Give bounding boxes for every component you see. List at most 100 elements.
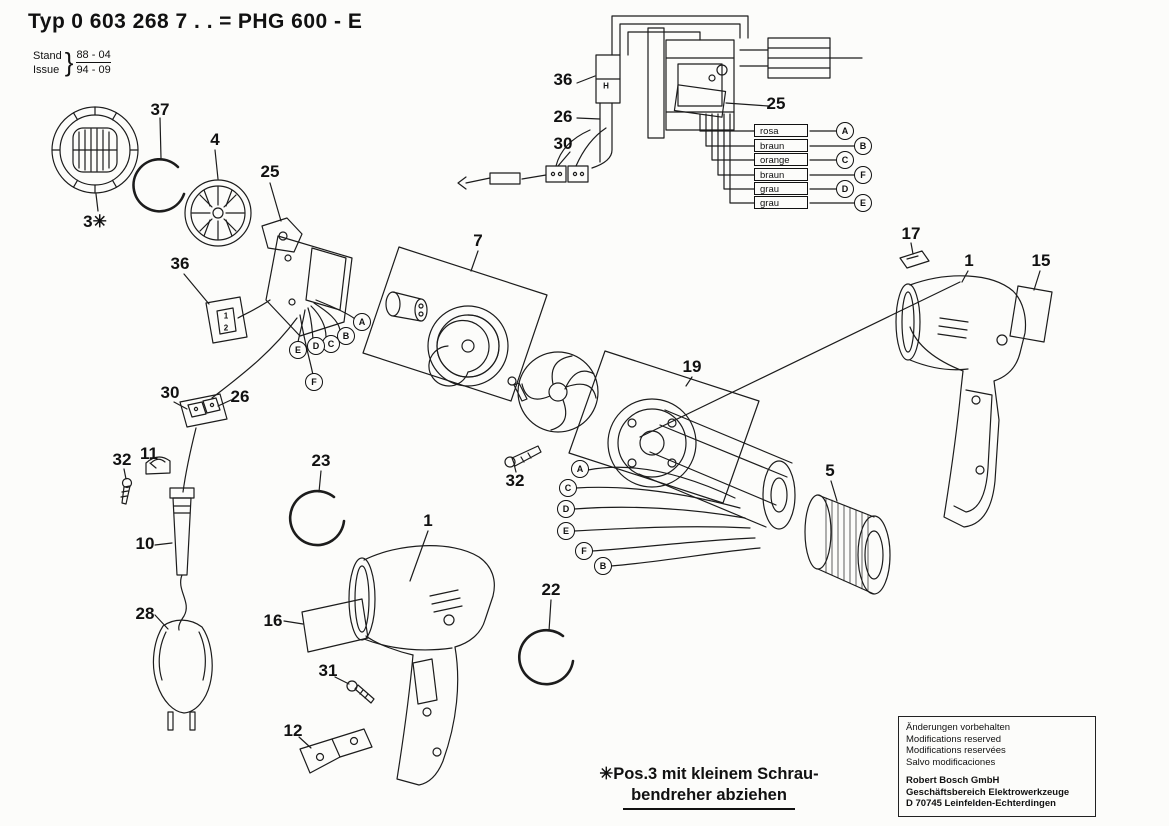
part-callout-17: 17 xyxy=(901,224,921,243)
model-name: PHG 600 - E xyxy=(237,10,363,33)
harness-letter-f-left: F xyxy=(305,373,323,391)
plug-art xyxy=(152,574,213,731)
harness-letter-a-left: A xyxy=(353,313,371,331)
footnote: ✳Pos.3 mit kleinem Schrau- bendreher abz… xyxy=(594,764,824,810)
leader-lines xyxy=(95,75,1041,749)
terminal-block-art xyxy=(179,393,228,428)
mid-harness-art xyxy=(573,466,761,567)
part-callout-32-b: 32 xyxy=(505,471,525,490)
relay-marking-h: H xyxy=(603,81,609,91)
label-17-art xyxy=(899,250,930,269)
screw-31-art xyxy=(346,680,375,704)
part-callout-25-b: 25 xyxy=(766,94,786,113)
harness-letter-a-mid: A xyxy=(571,460,589,478)
cord-sleeve-art xyxy=(169,487,195,576)
switch-marking-2: 2 xyxy=(223,323,229,333)
part-callout-36-a: 36 xyxy=(170,254,190,273)
part-callout-1-b: 1 xyxy=(964,251,974,270)
part-callout-37: 37 xyxy=(150,100,170,119)
harness-letter-f-mid: F xyxy=(575,542,593,560)
part-callout-36-b: 36 xyxy=(553,70,573,89)
wire-letter-e: E xyxy=(854,194,872,212)
part-callout-4: 4 xyxy=(210,130,220,149)
company-city: D 70745 Leinfelden-Echterdingen xyxy=(906,798,1056,809)
company-address: Robert Bosch GmbH Geschäftsbereich Elekt… xyxy=(906,775,1088,810)
switch-art xyxy=(205,296,248,344)
notice-line-fr: Modifications reservées xyxy=(906,745,1006,756)
cable-clamp-art xyxy=(120,456,171,505)
label-15-art xyxy=(1009,285,1053,343)
harness-letter-d-left: D xyxy=(307,337,325,355)
footnote-line-1: ✳Pos.3 mit kleinem Schrau- xyxy=(599,765,819,783)
typ-label: Typ xyxy=(28,10,66,33)
end-cover-art xyxy=(51,106,139,194)
wire-letter-c: C xyxy=(836,151,854,169)
typ-number: 0 603 268 7 . . xyxy=(71,10,214,33)
wire-label-grau-1: grau xyxy=(754,182,808,195)
part-callout-32-a: 32 xyxy=(112,450,132,469)
notice-line-es: Salvo modificaciones xyxy=(906,756,996,768)
switch-marking-1: 1 xyxy=(223,311,229,321)
wire-letter-a: A xyxy=(836,122,854,140)
insulator-disc-art xyxy=(184,179,252,247)
bracket-frame-art xyxy=(261,217,353,337)
revision-block: Stand Issue } 88 - 04 94 - 09 xyxy=(33,47,111,78)
snap-ring-23-art xyxy=(288,489,346,547)
part-callout-28: 28 xyxy=(135,604,155,623)
stand-value: 88 - 04 xyxy=(76,49,111,63)
part-callout-30-b: 30 xyxy=(553,134,573,153)
harness-letter-c-mid: C xyxy=(559,479,577,497)
snap-ring-37-art xyxy=(132,157,186,213)
part-callout-25-a: 25 xyxy=(260,162,280,181)
issue-value: 94 - 09 xyxy=(76,64,111,76)
issue-label: Issue xyxy=(33,63,60,76)
wiring-schematic-art xyxy=(457,15,863,204)
frame-7-art xyxy=(362,246,548,402)
harness-letter-e-mid: E xyxy=(557,522,575,540)
wire-label-braun-1: braun xyxy=(754,139,808,152)
part-callout-16: 16 xyxy=(263,611,283,630)
notice-line-en: Modifications reserved xyxy=(906,733,1002,745)
screw-32-mid-art xyxy=(504,445,542,468)
wire-letter-b: B xyxy=(854,137,872,155)
harness-letter-b-mid: B xyxy=(594,557,612,575)
part-callout-26-a: 26 xyxy=(230,387,250,406)
connector-cylinder-art xyxy=(385,291,428,322)
wire-label-braun-2: braun xyxy=(754,168,808,181)
fan-impeller-art xyxy=(517,351,599,433)
wire-label-rosa: rosa xyxy=(754,124,808,137)
part-callout-3: 3✳ xyxy=(83,212,107,231)
part-callout-19: 19 xyxy=(682,357,702,376)
part-callout-7: 7 xyxy=(473,231,483,250)
wire-letter-d: D xyxy=(836,180,854,198)
harness-letter-b-left: B xyxy=(337,327,355,345)
revision-brace: } xyxy=(64,47,74,77)
wire-letter-f: F xyxy=(854,166,872,184)
motor-housing-art xyxy=(607,398,796,530)
legal-box: Änderungen vorbehalten Modifications res… xyxy=(898,716,1096,817)
part-callout-10: 10 xyxy=(135,534,155,553)
nozzle-art xyxy=(804,494,891,595)
left-harness-art xyxy=(182,299,356,493)
stand-bracket-art xyxy=(299,728,373,774)
part-callout-31: 31 xyxy=(318,661,338,680)
part-callout-11: 11 xyxy=(140,444,158,463)
harness-letter-d-mid: D xyxy=(557,500,575,518)
part-callout-23: 23 xyxy=(311,451,331,470)
frame-19-art xyxy=(568,350,760,504)
wire-label-grau-2: grau xyxy=(754,196,808,209)
part-callout-30-a: 30 xyxy=(160,383,180,402)
company-division: Geschäftsbereich Elektrowerkzeuge xyxy=(906,786,1070,798)
housing-left-art xyxy=(348,545,495,786)
snap-ring-22-art xyxy=(517,628,575,686)
part-callout-22: 22 xyxy=(541,580,561,599)
footnote-line-2: bendreher abziehen xyxy=(623,785,795,810)
part-callout-1-a: 1 xyxy=(423,511,433,530)
stand-label: Stand xyxy=(33,49,62,62)
company-name: Robert Bosch GmbH xyxy=(906,775,1000,786)
equals-sign: = xyxy=(219,10,232,33)
harness-letter-e-left: E xyxy=(289,341,307,359)
